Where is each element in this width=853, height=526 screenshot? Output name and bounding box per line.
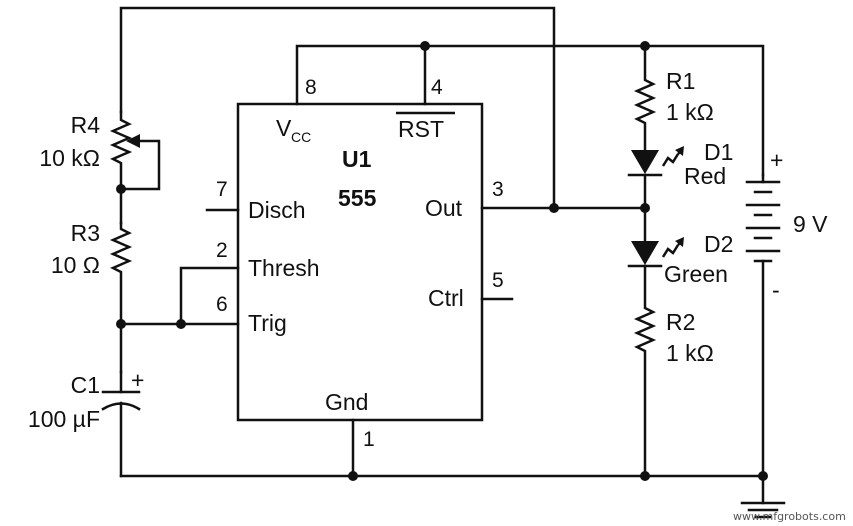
pin-number-vcc: 8: [305, 76, 317, 99]
disch-label: Disch: [248, 197, 306, 223]
battery-plus: +: [770, 147, 783, 173]
r4-wiper: [119, 139, 161, 191]
ic-part: 555: [338, 185, 377, 211]
ctrl-label: Ctrl: [428, 285, 464, 311]
c1-value: 100 µF: [28, 406, 100, 432]
pin-number-rst: 4: [431, 76, 443, 99]
junction-out: [549, 203, 559, 213]
feedback-wire: [119, 6, 556, 210]
pin-number-disch: 7: [216, 178, 228, 201]
junction-r4-r3: [116, 184, 126, 194]
r2-ref: R2: [666, 309, 695, 335]
vcc-label: V: [276, 115, 292, 141]
pin-number-ctrl: 5: [492, 269, 504, 292]
d2-ref: D2: [704, 231, 733, 257]
d1-value: Red: [684, 163, 726, 189]
r4-resistor: [109, 110, 133, 225]
out-label: Out: [425, 195, 463, 221]
d2-value: Green: [664, 261, 728, 287]
d1-led-body: [631, 150, 659, 174]
battery-minus: -: [772, 277, 780, 303]
thresh-wire: [179, 266, 240, 326]
r1-resistor: [633, 44, 657, 152]
ground-icon: [740, 501, 786, 519]
c1-polarity: +: [131, 367, 144, 393]
r2-resistor: [633, 264, 657, 478]
supply-rail-wire: [295, 44, 765, 177]
d1-light-icon: [661, 146, 684, 167]
r3-resistor: [109, 221, 133, 374]
r1-value: 1 kΩ: [666, 99, 714, 125]
c1-ref: C1: [71, 372, 100, 398]
junction-rst: [420, 41, 430, 51]
r3-ref: R3: [71, 220, 100, 246]
r1-ref: R1: [666, 68, 695, 94]
gnd-label: Gnd: [325, 389, 368, 415]
battery-value: 9 V: [793, 211, 828, 237]
pin-number-trig: 6: [216, 293, 228, 316]
junction-thresh-trig: [176, 319, 186, 329]
r2-value: 1 kΩ: [666, 340, 714, 366]
d2-light-icon: [661, 237, 684, 258]
rst-label: RST: [398, 116, 444, 142]
pin-number-out: 3: [492, 178, 504, 201]
r3-value: 10 Ω: [51, 252, 100, 278]
watermark: www.mfgrobots.com: [733, 510, 846, 523]
r4-ref: R4: [71, 112, 101, 138]
trig-label: Trig: [248, 310, 287, 336]
battery-symbol: [745, 180, 781, 263]
d2-led-body: [631, 241, 659, 265]
ic-555-body: [236, 102, 484, 422]
junction-gnd: [348, 471, 358, 481]
thresh-label: Thresh: [248, 255, 320, 281]
r4-wiper-arrow: [126, 134, 140, 148]
junction-trig-left: [116, 319, 126, 329]
ic-name: U1: [342, 146, 372, 172]
vcc-subscript: CC: [291, 129, 311, 145]
pin-number-thresh: 2: [216, 239, 228, 262]
pin-number-gnd: 1: [363, 428, 375, 451]
r4-value: 10 kΩ: [39, 145, 100, 171]
d1-ref: D1: [704, 139, 733, 165]
